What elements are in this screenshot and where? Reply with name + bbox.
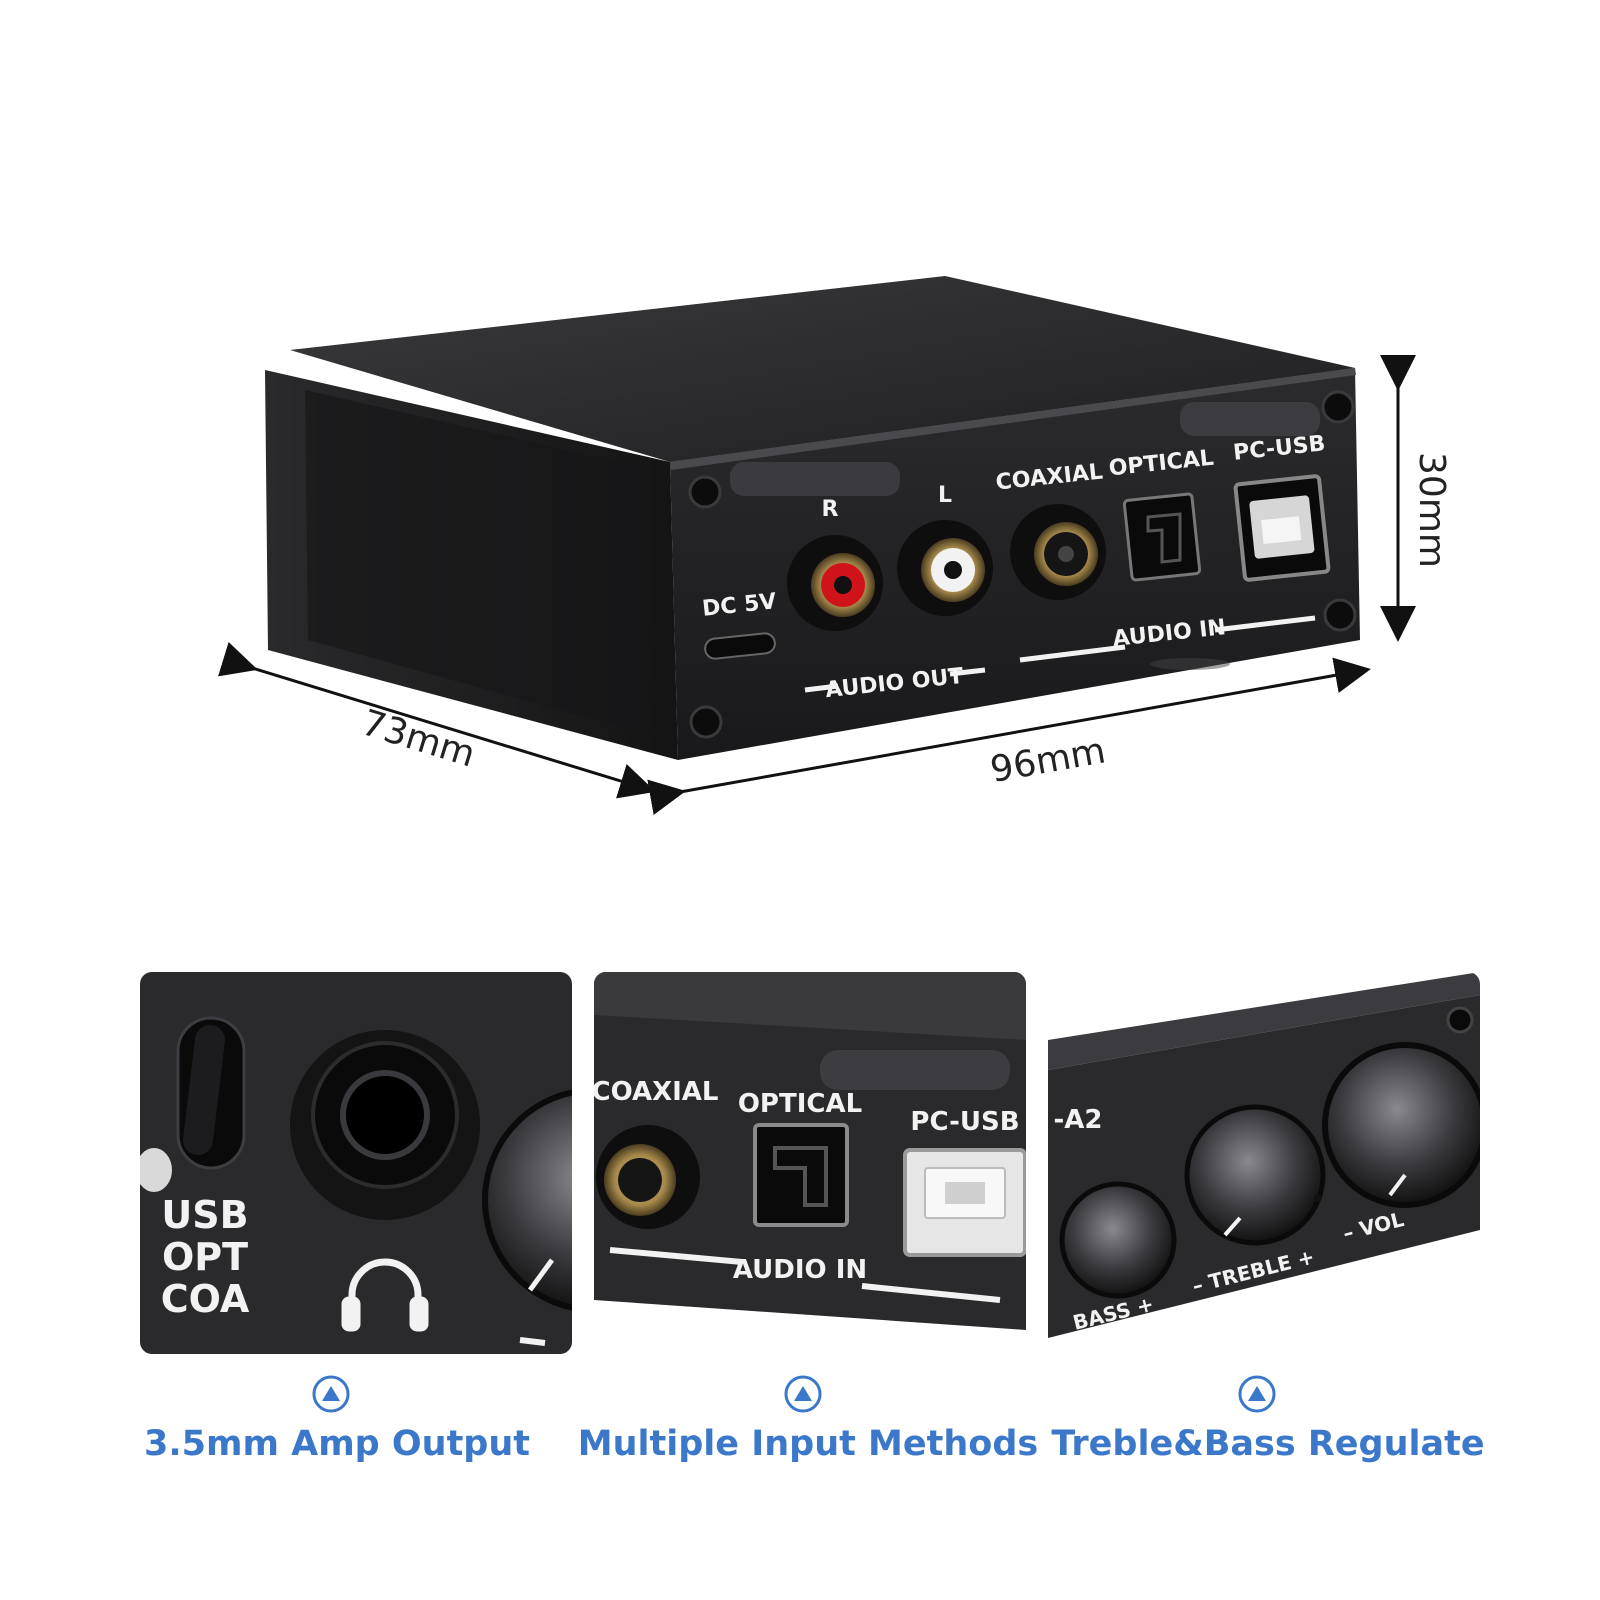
dim-depth: 73mm <box>357 702 480 775</box>
rca-output-left <box>897 520 993 616</box>
caption-amp-output: 3.5mm Amp Output <box>144 1424 530 1464</box>
label-pc-usb-detail: PC-USB <box>910 1107 1019 1137</box>
bass-knob <box>1059 1181 1177 1299</box>
detail-panel-inputs: COAXIAL OPTICAL PC-USB AUDIO IN <box>591 972 1026 1354</box>
detail-panel-amp-output: USB OPT COA <box>140 972 572 1354</box>
usb-b-input <box>1233 474 1331 582</box>
label-model: -A2 <box>1053 1105 1102 1135</box>
optical-jack-detail <box>753 1123 849 1227</box>
headphones-icon <box>341 1258 429 1332</box>
optical-input <box>1122 492 1202 582</box>
chevron-up-icon <box>784 1375 822 1413</box>
usb-c-port <box>704 632 776 660</box>
chevron-up-icon <box>1238 1375 1276 1413</box>
label-r: R <box>822 497 839 522</box>
headphone-jack <box>290 1030 480 1220</box>
coaxial-jack-detail <box>596 1125 700 1229</box>
caption-input-methods: Multiple Input Methods <box>578 1424 1038 1464</box>
dimension-arrows <box>218 355 1416 815</box>
volume-knob-detail <box>1322 1042 1480 1208</box>
usb-b-jack-detail <box>903 1148 1026 1257</box>
label-audio-in-detail: AUDIO IN <box>733 1255 867 1285</box>
treble-knob <box>1184 1104 1326 1246</box>
caption-treble-bass: Treble&Bass Regulate <box>1051 1424 1484 1464</box>
main-product: R L DC 5V COAXIAL OPTICAL PC-USB <box>265 276 1360 760</box>
depth-arrow <box>218 641 656 799</box>
detail-panel-tone-controls: -A2 BASS + – TREBLE + – VOL <box>1048 972 1480 1354</box>
rca-output-right <box>787 535 883 631</box>
label-l: L <box>938 483 952 508</box>
width-arrow <box>647 657 1371 815</box>
label-optical-detail: OPTICAL <box>738 1089 862 1119</box>
chevron-up-icon <box>312 1375 350 1413</box>
label-coaxial-detail: COAXIAL <box>591 1077 718 1107</box>
dim-height: 30mm <box>1411 452 1452 568</box>
coaxial-input <box>1010 504 1106 600</box>
volume-knob <box>482 1087 572 1313</box>
label-opt: OPT <box>162 1235 248 1279</box>
label-usb: USB <box>161 1193 248 1237</box>
dim-width: 96mm <box>987 730 1108 791</box>
chassis-top <box>290 276 1355 462</box>
label-coa: COA <box>161 1277 250 1321</box>
